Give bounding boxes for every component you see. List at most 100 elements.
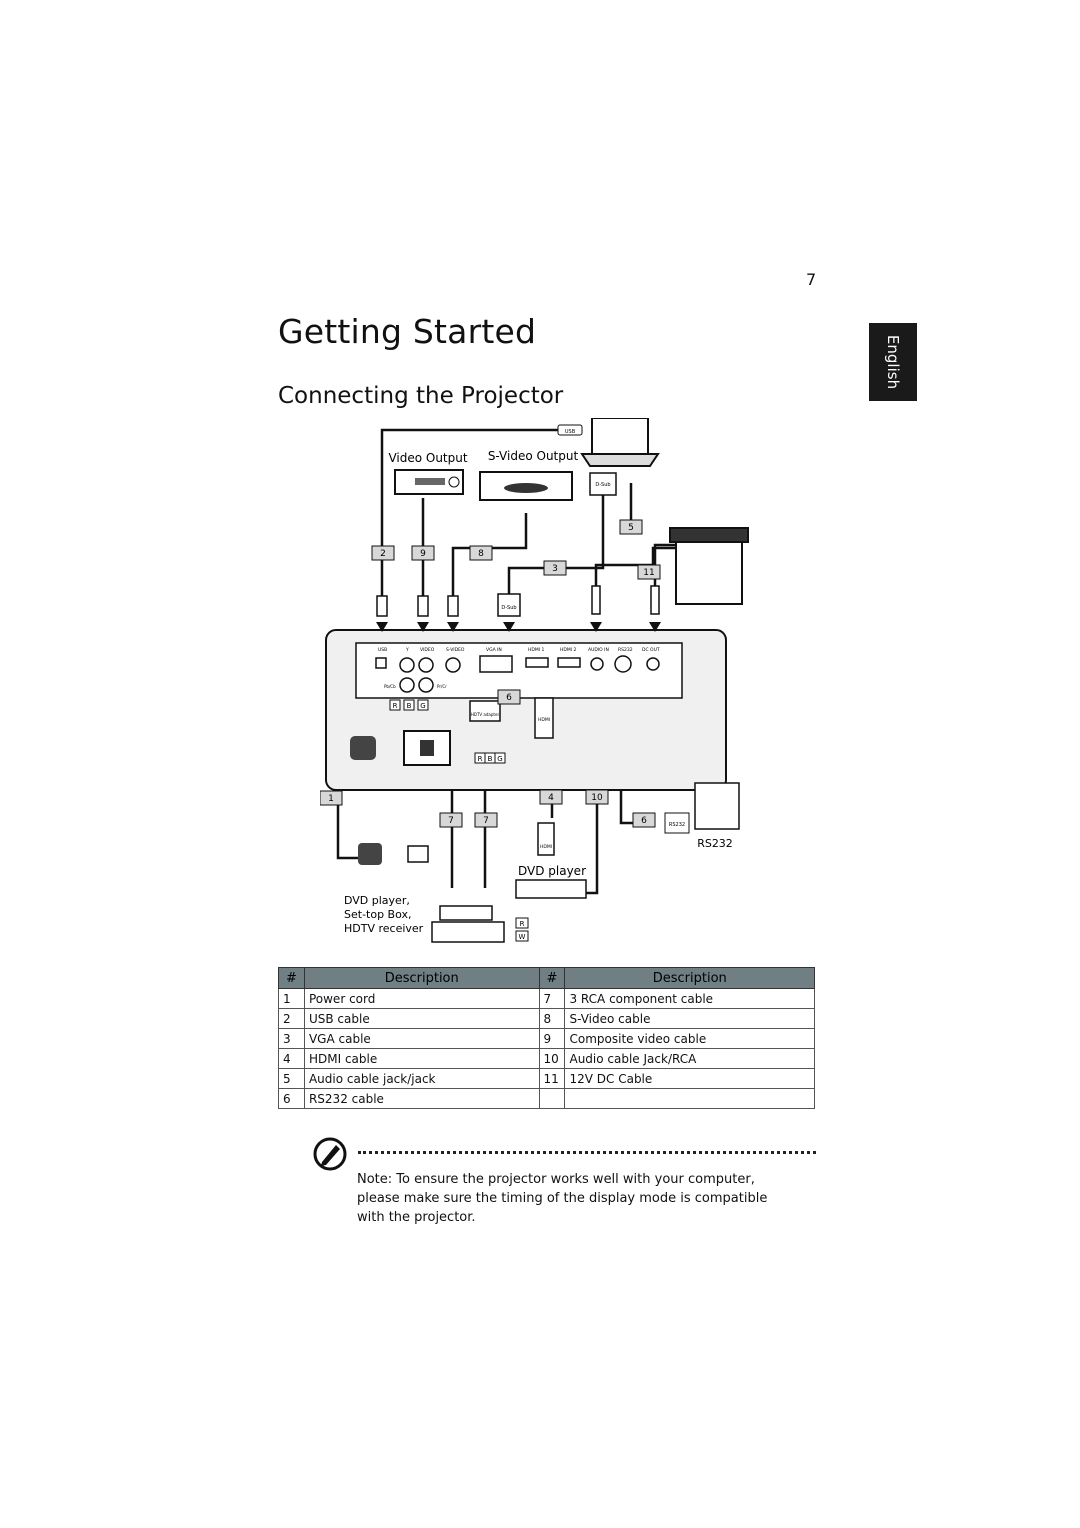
svg-text:3: 3 bbox=[552, 564, 558, 574]
svg-text:7: 7 bbox=[483, 816, 489, 826]
devices-label-2: Set-top Box, bbox=[344, 908, 412, 921]
svg-text:R: R bbox=[520, 920, 525, 928]
svg-text:Y: Y bbox=[405, 647, 409, 653]
port-labels: USB Y VIDEO S-VIDEO VGA IN HDMI 1 HDMI 2… bbox=[378, 647, 660, 653]
svg-text:7: 7 bbox=[448, 816, 454, 826]
rs232-label: RS232 bbox=[697, 837, 733, 850]
connection-diagram: USB Video Output S-Video Output D-Sub US… bbox=[320, 418, 749, 943]
section-title: Connecting the Projector bbox=[278, 383, 564, 409]
svg-text:Pr/Cr: Pr/Cr bbox=[437, 684, 447, 689]
table-cell: 9 bbox=[538, 1028, 566, 1049]
table-cell: 5 bbox=[278, 1068, 305, 1089]
table-cell: 3 bbox=[278, 1028, 305, 1049]
page-number: 7 bbox=[806, 270, 817, 289]
svg-text:Pb/Cb: Pb/Cb bbox=[384, 684, 396, 689]
rgb-plug-labels: R B G R B G R W bbox=[389, 699, 529, 942]
table-cell: Audio cable Jack/RCA bbox=[564, 1048, 815, 1069]
svg-text:10: 10 bbox=[591, 793, 603, 803]
usb-cable-line bbox=[380, 428, 562, 598]
svg-text:D-Sub: D-Sub bbox=[595, 482, 610, 488]
svg-text:R: R bbox=[478, 755, 483, 763]
vga-cable-line bbox=[507, 493, 605, 598]
table-cell: RS232 cable bbox=[303, 1088, 540, 1109]
page-title: Getting Started bbox=[278, 312, 537, 351]
dsub-plug-top bbox=[589, 472, 617, 496]
table-cell: Audio cable jack/jack bbox=[303, 1068, 540, 1089]
svg-text:VIDEO: VIDEO bbox=[420, 647, 435, 653]
svg-text:B: B bbox=[488, 755, 493, 763]
note-pencil-icon bbox=[313, 1137, 347, 1171]
svideo-output-label: S-Video Output bbox=[488, 449, 579, 463]
devices-label-3: HDTV receiver bbox=[344, 922, 424, 935]
svg-text:VGA IN: VGA IN bbox=[486, 647, 502, 653]
svg-text:5: 5 bbox=[628, 523, 634, 533]
table-cell: Power cord bbox=[303, 988, 540, 1009]
note-body: : To ensure the projector works well wit… bbox=[357, 1172, 768, 1225]
rs232-device bbox=[664, 782, 740, 834]
svg-text:R: R bbox=[393, 702, 398, 710]
table-cell: 7 bbox=[538, 988, 566, 1009]
arrows-down bbox=[376, 622, 661, 632]
table-cell bbox=[538, 1088, 566, 1109]
svg-text:DC OUT: DC OUT bbox=[642, 647, 660, 653]
video-output-label: Video Output bbox=[388, 451, 467, 465]
plugs-bottom bbox=[376, 585, 660, 856]
port-connectors bbox=[375, 655, 660, 693]
language-tab: English bbox=[869, 323, 917, 401]
svg-text:D-Sub: D-Sub bbox=[501, 605, 516, 611]
svg-text:6: 6 bbox=[506, 693, 512, 703]
note-paragraph: Note: To ensure the projector works well… bbox=[357, 1170, 797, 1227]
table-cell: S-Video cable bbox=[564, 1008, 815, 1029]
vcr-device bbox=[394, 469, 464, 495]
table-cell: 2 bbox=[278, 1008, 305, 1029]
table-header: Description bbox=[564, 967, 815, 989]
power-plug bbox=[350, 736, 429, 865]
svg-text:4: 4 bbox=[548, 793, 554, 803]
table-cell: 6 bbox=[278, 1088, 305, 1109]
svg-text:2: 2 bbox=[380, 549, 386, 559]
dvd-player-label: DVD player bbox=[518, 864, 586, 878]
svg-text:B: B bbox=[407, 702, 412, 710]
table-header: Description bbox=[303, 967, 540, 989]
table-cell: USB cable bbox=[303, 1008, 540, 1029]
svg-text:8: 8 bbox=[478, 549, 484, 559]
svg-text:6: 6 bbox=[641, 816, 647, 826]
table-cell: 8 bbox=[538, 1008, 566, 1029]
table-cell bbox=[564, 1088, 815, 1109]
settop-devices bbox=[431, 905, 505, 943]
svg-text:W: W bbox=[519, 933, 526, 941]
usb-plug-top bbox=[557, 424, 583, 436]
table-cell: HDMI cable bbox=[303, 1048, 540, 1069]
table-cell: 12V DC Cable bbox=[564, 1068, 815, 1089]
svg-text:USB: USB bbox=[378, 647, 387, 653]
dvd-player-bottom bbox=[515, 879, 587, 899]
svg-text:S-VIDEO: S-VIDEO bbox=[446, 647, 465, 653]
svg-text:G: G bbox=[497, 755, 502, 763]
table-cell: 11 bbox=[538, 1068, 566, 1089]
svg-text:RS232: RS232 bbox=[618, 647, 633, 653]
table-cell: VGA cable bbox=[303, 1028, 540, 1049]
svg-text:HDMI: HDMI bbox=[538, 717, 550, 723]
svg-text:HDMI 2: HDMI 2 bbox=[560, 647, 576, 653]
note-divider bbox=[358, 1151, 816, 1154]
table-cell: 1 bbox=[278, 988, 305, 1009]
devices-label-1: DVD player, bbox=[344, 894, 410, 907]
projector bbox=[325, 629, 727, 791]
svg-text:USB: USB bbox=[565, 429, 576, 435]
table-cell: 4 bbox=[278, 1048, 305, 1069]
svg-text:HDTV adapter: HDTV adapter bbox=[471, 712, 500, 717]
language-tab-label: English bbox=[884, 334, 903, 390]
svg-text:AUDIO IN: AUDIO IN bbox=[588, 647, 609, 653]
table-header-row: # Description # Description bbox=[278, 967, 815, 989]
svg-text:RS232: RS232 bbox=[669, 822, 685, 828]
svg-text:11: 11 bbox=[643, 568, 654, 578]
svg-text:G: G bbox=[420, 702, 425, 710]
table-header: # bbox=[278, 967, 305, 989]
table-header: # bbox=[538, 967, 566, 989]
table-cell: 10 bbox=[538, 1048, 566, 1069]
